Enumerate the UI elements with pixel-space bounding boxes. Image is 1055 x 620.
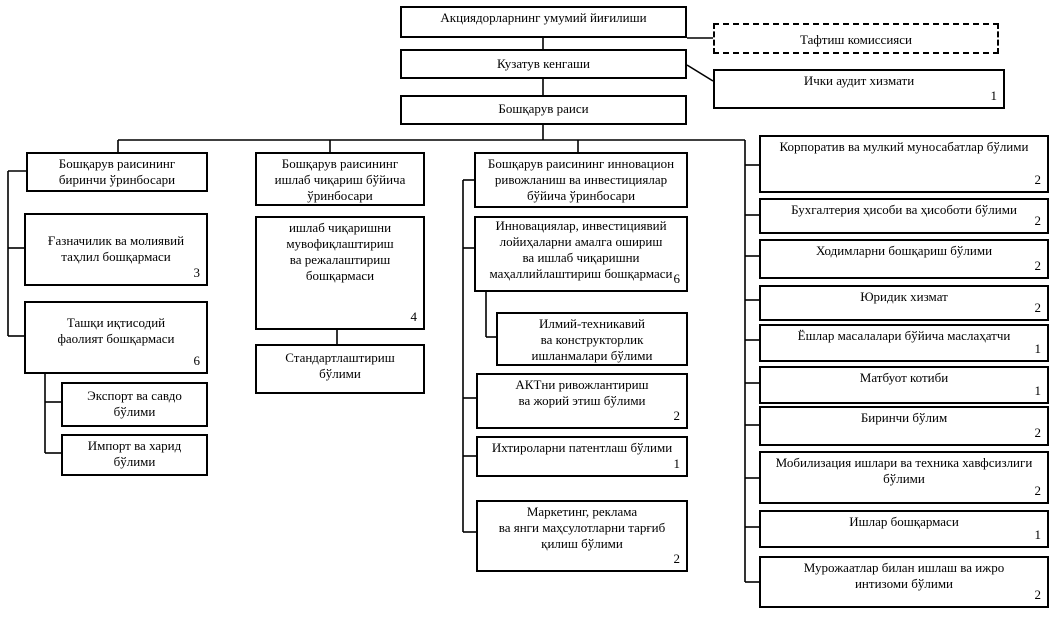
node-staff-count: 3 — [193, 265, 201, 280]
node-staff-count: 6 — [193, 353, 201, 368]
node-staff-count: 1 — [1034, 383, 1042, 398]
node-first-deputy: Бошқарув раисининг биринчи ўринбосари — [26, 152, 208, 192]
node-staff-count: 2 — [1034, 300, 1042, 315]
node-label: Мурожаатлар билан ишлаш ва ижро интизоми… — [803, 560, 1005, 591]
node-treasury: Ғазначилик ва молиявий таҳлил бошқармаси… — [24, 213, 208, 286]
node-label: Акциядорларнинг умумий йиғилиши — [440, 10, 647, 25]
node-staff-count: 2 — [1034, 213, 1042, 228]
node-label: Биринчи бўлим — [860, 410, 948, 425]
node-mobilization: Мобилизация ишлари ва техника хавфсизлиг… — [759, 451, 1049, 504]
node-label: Корпоратив ва мулкий муносабатлар бўлими — [779, 139, 1029, 154]
node-appeals-department: Мурожаатлар билан ишлаш ва ижро интизоми… — [759, 556, 1049, 608]
node-production-deputy: Бошқарув раисининг ишлаб чиқариш бўйича … — [255, 152, 425, 206]
node-export: Экспорт ва савдо бўлими — [61, 382, 208, 427]
node-label: Ходимларни бошқариш бўлими — [815, 243, 993, 258]
node-label: Экспорт ва савдо бўлими — [87, 388, 182, 419]
node-label: Ғазначилик ва молиявий таҳлил бошқармаси — [47, 233, 185, 264]
node-foreign-economic: Ташқи иқтисодий фаолият бошқармаси 6 — [24, 301, 208, 374]
node-label: Илмий-техникавий ва конструкторлик ишлан… — [531, 316, 653, 363]
node-rnd-department: Илмий-техникавий ва конструкторлик ишлан… — [496, 312, 688, 366]
node-label: Мобилизация ишлари ва техника хавфсизлиг… — [775, 455, 1033, 486]
node-production-coordination: ишлаб чиқаришни мувофиқлаштириш ва режал… — [255, 216, 425, 330]
node-staff-count: 2 — [1034, 483, 1042, 498]
node-label: Инновациялар, инвестициявий лойиҳаларни … — [489, 218, 673, 281]
node-press-secretary: Матбуот котиби 1 — [759, 366, 1049, 404]
node-label: Тафтиш комиссияси — [799, 32, 912, 47]
node-staff-count: 4 — [410, 309, 418, 324]
node-label: Бошқарув раисининг ишлаб чиқариш бўйича … — [274, 156, 406, 203]
node-label: Ихтироларни патентлаш бўлими — [491, 440, 673, 455]
node-label: Бошқарув раисининг биринчи ўринбосари — [58, 156, 176, 187]
node-staff-count: 1 — [673, 456, 681, 471]
node-standardization: Стандартлаштириш бўлими — [255, 344, 425, 394]
node-supervisory-board: Кузатув кенгаши — [400, 49, 687, 79]
node-accounting: Бухгалтерия ҳисоби ва ҳисоботи бўлими 2 — [759, 198, 1049, 234]
node-staff-count: 2 — [1034, 172, 1042, 187]
node-label: Матбуот котиби — [859, 370, 949, 385]
node-chairman: Бошқарув раиси — [400, 95, 687, 125]
node-marketing-department: Маркетинг, реклама ва янги маҳсулотларни… — [476, 500, 688, 572]
node-innovation-department: Инновациялар, инвестициявий лойиҳаларни … — [474, 216, 688, 292]
node-staff-count: 2 — [1034, 425, 1042, 440]
node-staff-count: 2 — [1034, 587, 1042, 602]
node-label: АКТни ривожлантириш ва жорий этиш бўлими — [515, 377, 649, 408]
node-label: Стандартлаштириш бўлими — [285, 350, 395, 381]
node-corporate-relations: Корпоратив ва мулкий муносабатлар бўлими… — [759, 135, 1049, 193]
node-staff-count: 2 — [673, 551, 681, 566]
node-legal-service: Юридик хизмат 2 — [759, 285, 1049, 321]
node-label: Бошқарув раисининг инновацион ривожланиш… — [487, 156, 675, 203]
node-label: Импорт ва харид бўлими — [87, 438, 182, 469]
node-internal-audit: Ички аудит хизмати 1 — [713, 69, 1005, 109]
node-youth-advisor: Ёшлар масалалари бўйича маслаҳатчи 1 — [759, 324, 1049, 362]
node-label: Ташқи иқтисодий фаолият бошқармаси — [57, 315, 175, 346]
node-audit-commission: Тафтиш комиссияси — [713, 23, 999, 54]
node-hr: Ходимларни бошқариш бўлими 2 — [759, 239, 1049, 279]
node-label: Маркетинг, реклама ва янги маҳсулотларни… — [498, 504, 666, 551]
node-staff-count: 1 — [990, 88, 998, 103]
node-innovation-deputy: Бошқарув раисининг инновацион ривожланиш… — [474, 152, 688, 208]
node-staff-count: 2 — [1034, 258, 1042, 273]
node-staff-count: 1 — [1034, 527, 1042, 542]
node-staff-count: 6 — [673, 271, 681, 286]
node-affairs-department: Ишлар бошқармаси 1 — [759, 510, 1049, 548]
node-label: Ёшлар масалалари бўйича маслаҳатчи — [797, 328, 1011, 343]
node-staff-count: 1 — [1034, 341, 1042, 356]
node-first-department: Биринчи бўлим 2 — [759, 406, 1049, 446]
node-label: Юридик хизмат — [860, 289, 948, 304]
node-general-meeting: Акциядорларнинг умумий йиғилиши — [400, 6, 687, 38]
node-ict-department: АКТни ривожлантириш ва жорий этиш бўлими… — [476, 373, 688, 429]
node-import: Импорт ва харид бўлими — [61, 434, 208, 476]
node-label: Бошқарув раиси — [498, 101, 589, 116]
node-label: Ички аудит хизмати — [803, 73, 915, 88]
node-label: Ишлар бошқармаси — [849, 514, 959, 529]
node-label: Бухгалтерия ҳисоби ва ҳисоботи бўлими — [791, 202, 1017, 217]
node-staff-count: 2 — [673, 408, 681, 423]
node-label: Кузатув кенгаши — [497, 56, 590, 71]
node-label: ишлаб чиқаришни мувофиқлаштириш ва режал… — [286, 220, 394, 283]
